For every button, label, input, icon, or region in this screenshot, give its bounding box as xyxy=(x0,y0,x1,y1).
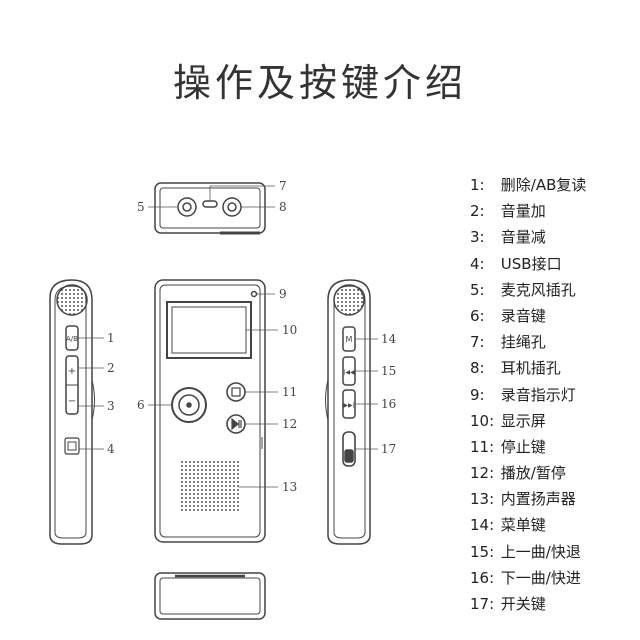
menu-label: M xyxy=(346,335,353,344)
right-side-grip xyxy=(325,379,329,421)
power-switch-knob xyxy=(344,449,354,463)
front-view xyxy=(154,279,266,543)
legend-item: 5: 麦克风插孔 xyxy=(470,280,576,299)
callout-3: 3 xyxy=(107,399,115,413)
left-side-view xyxy=(49,279,95,545)
callout-5: 5 xyxy=(137,200,145,214)
usb-port-icon xyxy=(64,437,80,455)
play-pause-icon xyxy=(231,417,242,431)
legend-item: 6: 录音键 xyxy=(470,306,546,325)
legend-item: 12: 播放/暂停 xyxy=(470,464,566,483)
mic-jack-icon xyxy=(177,197,197,217)
right-side-inner xyxy=(333,285,366,539)
left-side-labels: A/B + − xyxy=(66,335,78,407)
callout-11: 11 xyxy=(282,385,297,399)
legend-item: 15: 上一曲/快退 xyxy=(470,542,581,561)
callout-14: 14 xyxy=(381,332,397,346)
callout-15: 15 xyxy=(381,364,396,378)
left-side-body xyxy=(49,279,93,545)
callout-13: 13 xyxy=(282,480,297,494)
left-side-inner xyxy=(54,285,87,539)
record-dot-icon xyxy=(186,402,192,408)
leader-7 xyxy=(209,185,275,201)
legend-item: 9: 录音指示灯 xyxy=(470,385,576,404)
left-mic-grille xyxy=(56,284,88,316)
legend-item: 17: 开关键 xyxy=(470,595,546,613)
earphone-jack-inner-icon xyxy=(227,202,237,212)
earphone-jack-icon xyxy=(222,197,242,217)
right-side-body xyxy=(327,279,371,545)
callout-8: 8 xyxy=(279,200,287,214)
callout-7: 7 xyxy=(279,179,287,193)
leader-lines xyxy=(78,185,378,488)
next-track-label: ▶▶| xyxy=(343,402,354,409)
display-screen-inner xyxy=(171,306,247,354)
callout-9: 9 xyxy=(279,287,287,301)
ab-repeat-label: A/B xyxy=(66,335,78,343)
legend-item: 10: 显示屏 xyxy=(470,411,546,430)
stop-button[interactable] xyxy=(226,382,246,402)
legend-item: 2: 音量加 xyxy=(470,202,546,221)
speaker-grille xyxy=(181,461,239,513)
callout-4: 4 xyxy=(107,442,115,456)
legend-item: 8: 耳机插孔 xyxy=(470,359,561,378)
bottom-view-body xyxy=(154,572,266,620)
legend-item: 3: 音量减 xyxy=(470,228,546,247)
legend-item: 4: USB接口 xyxy=(470,254,562,273)
legend-item: 7: 挂绳孔 xyxy=(470,333,546,352)
lanyard-hole-icon xyxy=(202,200,218,208)
legend-item: 13: 内置扬声器 xyxy=(470,490,576,509)
volume-down-label: − xyxy=(68,396,76,407)
display-screen xyxy=(166,301,252,359)
right-mic-grille xyxy=(333,284,365,316)
page-title: 操作及按键介绍 xyxy=(172,61,467,105)
front-bezel xyxy=(159,284,261,538)
callout-17: 17 xyxy=(381,442,396,456)
bottom-view-inner xyxy=(159,577,261,615)
callout-10: 10 xyxy=(282,323,297,337)
volume-up-label: + xyxy=(68,366,76,377)
bottom-view xyxy=(154,572,266,620)
callout-numbers: 1 2 3 4 5 6 7 8 9 10 11 12 13 14 15 16 1… xyxy=(107,179,397,494)
front-body xyxy=(154,279,266,543)
top-view-body xyxy=(154,182,266,234)
legend-item: 11: 停止键 xyxy=(470,437,546,456)
stop-square-icon xyxy=(231,387,241,397)
legend-item: 1: 删除/AB复读 xyxy=(470,176,587,194)
record-indicator-icon xyxy=(250,290,258,298)
mic-jack-inner-icon xyxy=(182,202,192,212)
legend-item: 16: 下一曲/快进 xyxy=(470,568,581,587)
right-side-view xyxy=(325,279,371,545)
previous-track-label: |◀◀ xyxy=(343,369,355,376)
record-button-ring xyxy=(178,394,200,416)
legend-item: 14: 菜单键 xyxy=(470,516,546,535)
callout-1: 1 xyxy=(107,331,115,345)
right-side-labels: M |◀◀ ▶▶| xyxy=(343,335,355,409)
left-side-grip xyxy=(91,379,95,421)
callout-6: 6 xyxy=(137,398,145,412)
callout-12: 12 xyxy=(282,417,297,431)
legend-list: 1: 删除/AB复读 2: 音量加 3: 音量减 4: USB接口 5: 麦克风… xyxy=(470,172,586,617)
callout-16: 16 xyxy=(381,397,396,411)
callout-2: 2 xyxy=(107,361,115,375)
usb-port-inner xyxy=(67,441,77,451)
